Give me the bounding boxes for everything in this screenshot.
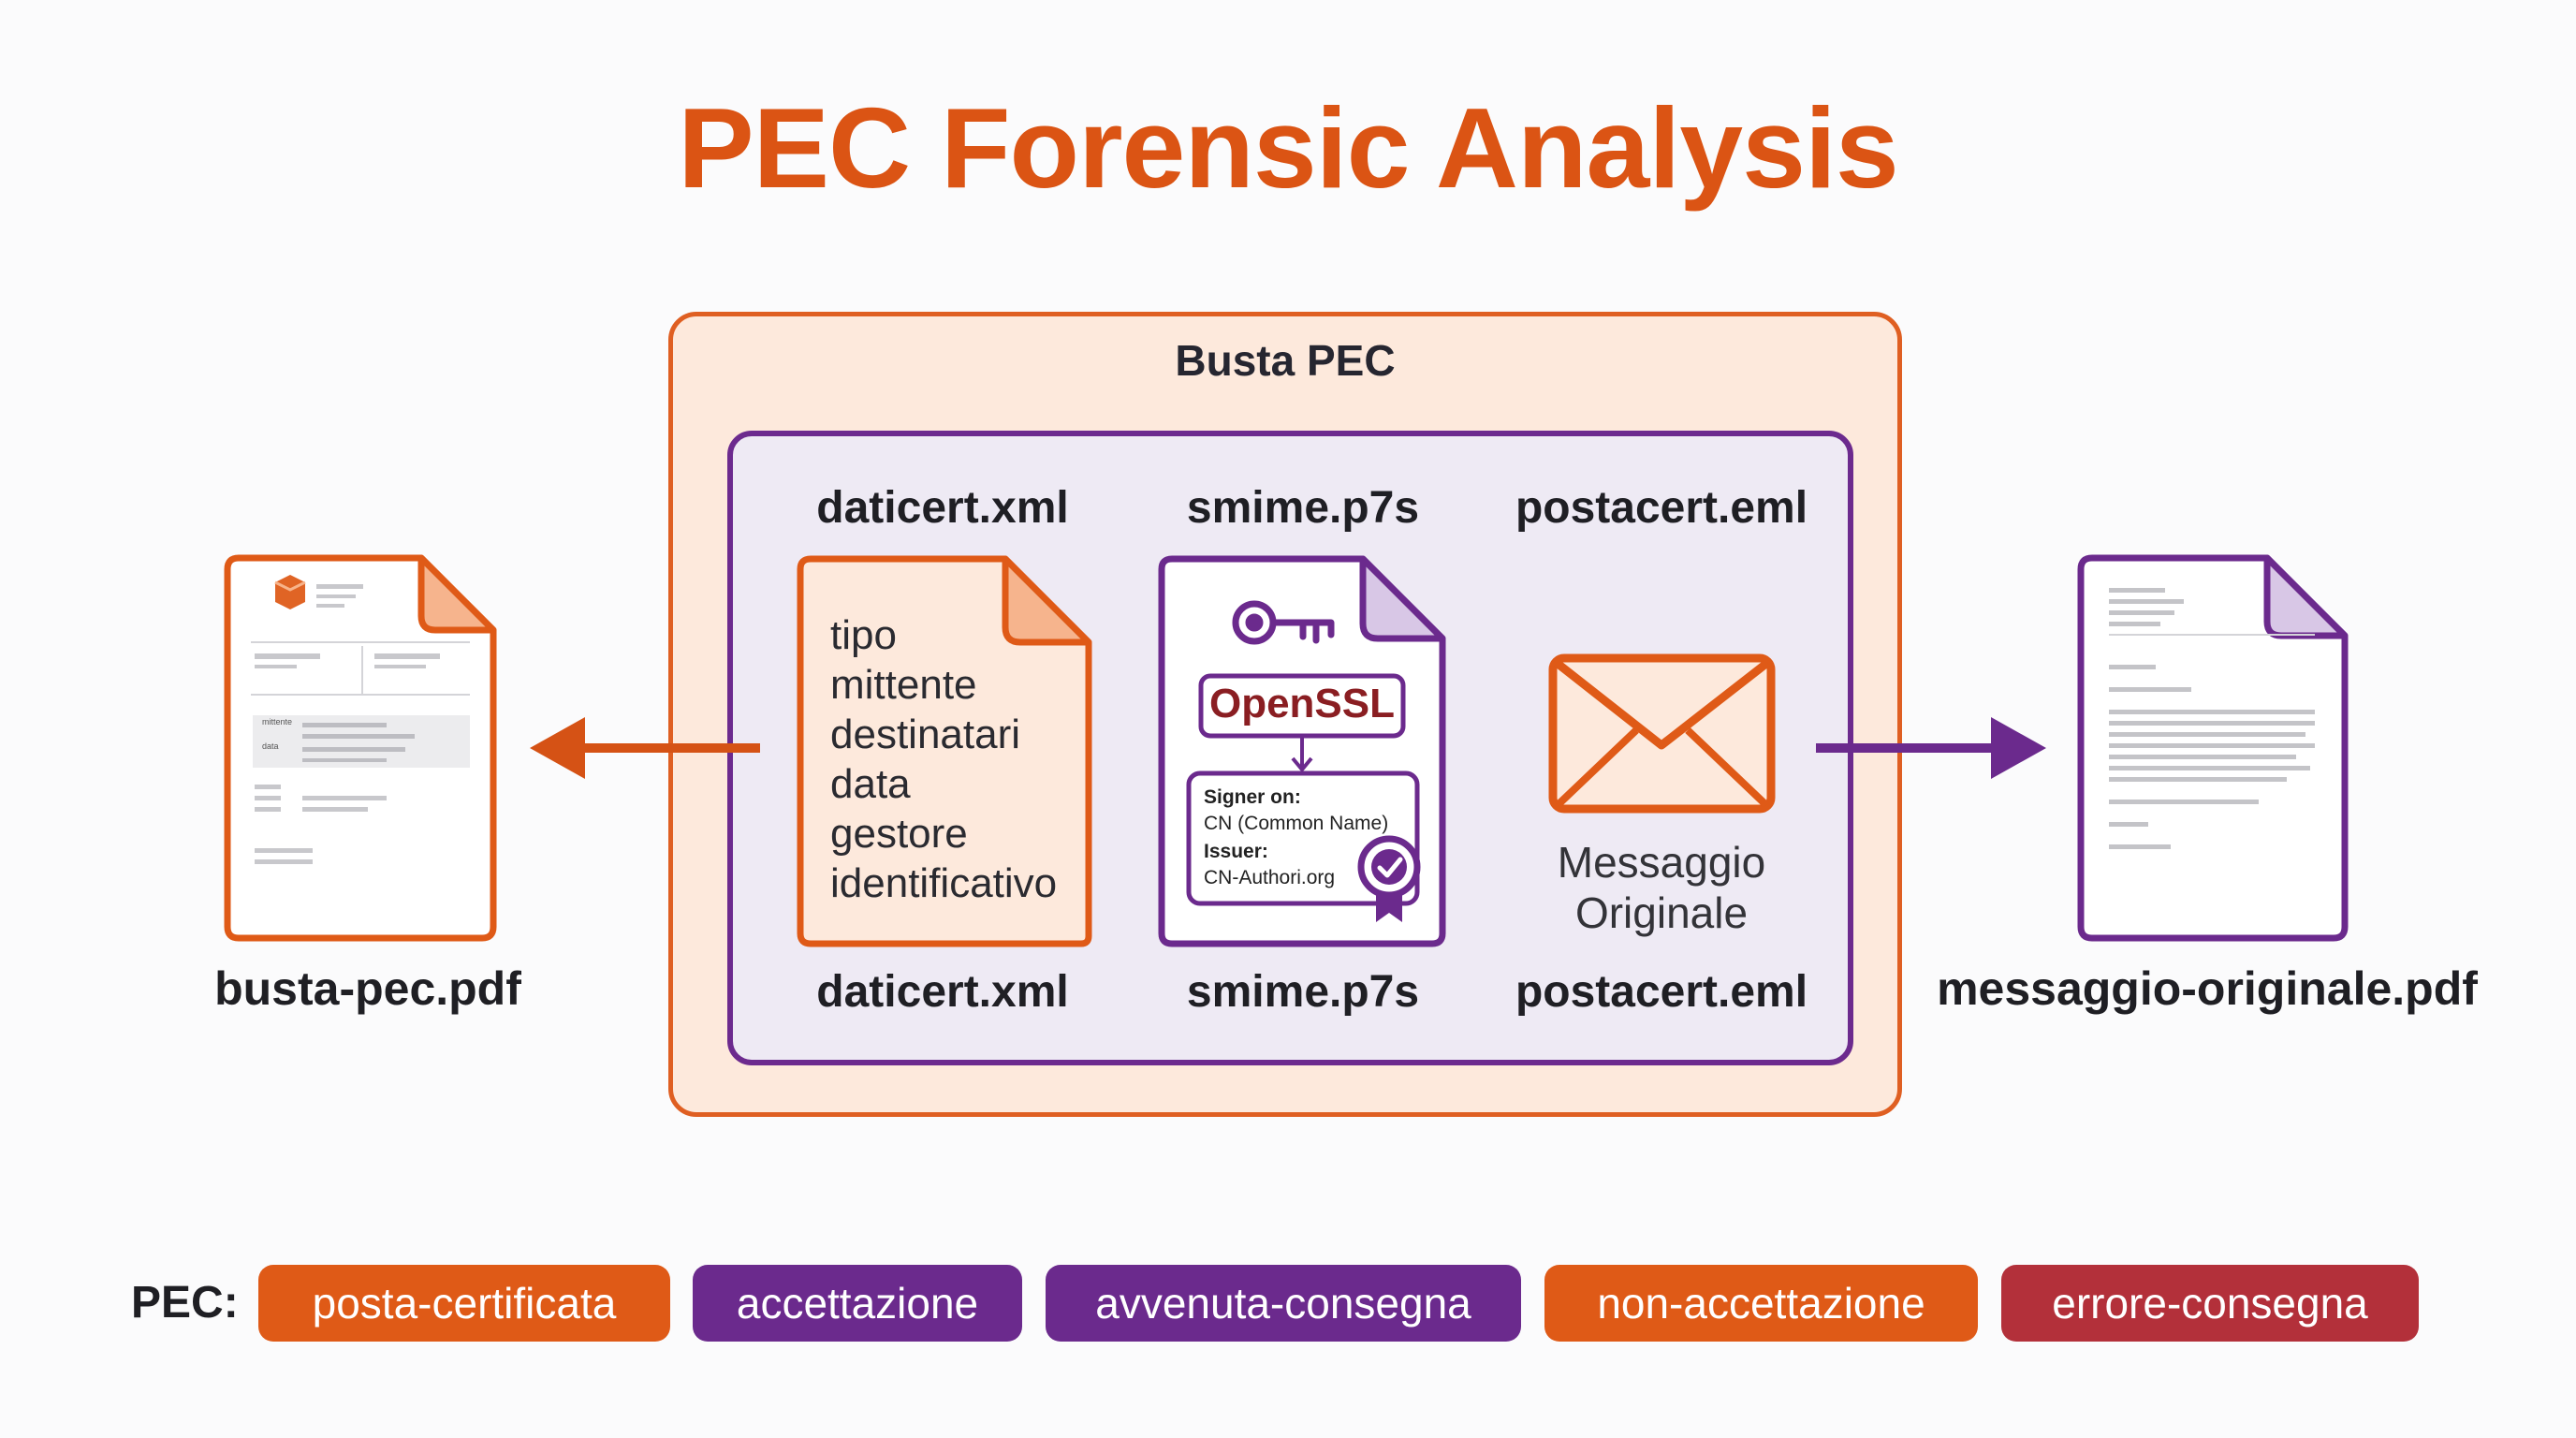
busta-pec-label: Busta PEC	[1175, 336, 1396, 385]
daticert-label-bottom: daticert.xml	[816, 967, 1069, 1017]
legend-avvenuta-consegna: avvenuta-consegna	[1046, 1265, 1521, 1342]
issuer-value: CN-Authori.org	[1204, 867, 1336, 888]
postacert-label-bottom: postacert.eml	[1515, 967, 1808, 1017]
busta-pdf-row-label-mittente: mittente	[262, 717, 293, 726]
arrow-left-icon	[530, 717, 760, 779]
daticert-field-data: data	[830, 761, 911, 807]
daticert-label-top: daticert.xml	[816, 483, 1069, 533]
smime-document-icon	[1158, 555, 1446, 947]
daticert-field-mittente: mittente	[830, 662, 977, 708]
page-title: PEC Forensic Analysis	[678, 84, 1898, 212]
daticert-document-icon	[797, 555, 1092, 947]
busta-pdf-row-label-data: data	[262, 741, 279, 751]
message-label-line2: Originale	[1574, 888, 1749, 937]
busta-pec-pdf-document-icon	[224, 554, 497, 942]
legend-non-accettazione: non-accettazione	[1544, 1265, 1978, 1342]
smime-label-bottom: smime.p7s	[1186, 967, 1420, 1017]
signer-label: Signer on:	[1204, 786, 1301, 808]
messaggio-originale-pdf-filename: messaggio-originale.pdf	[1937, 962, 2478, 1015]
postacert-label-top: postacert.eml	[1515, 483, 1808, 533]
signer-value: CN (Common Name)	[1204, 813, 1389, 834]
issuer-label: Issuer:	[1204, 841, 1268, 862]
legend-label: PEC:	[131, 1278, 239, 1328]
signer-block: Signer on: CN (Common Name) Issuer: CN-A…	[1204, 785, 1388, 891]
daticert-field-gestore: gestore	[830, 811, 968, 857]
arrow-right-icon	[1816, 717, 2046, 779]
legend-errore-consegna: errore-consegna	[2001, 1265, 2419, 1342]
messaggio-originale-pdf-document-icon	[2077, 554, 2349, 942]
daticert-field-tipo: tipo	[830, 612, 897, 658]
certificate-badge-icon	[1357, 835, 1421, 922]
daticert-field-identificativo: identificativo	[830, 860, 1058, 906]
envelope-mail-icon	[1548, 653, 1776, 814]
message-label-line1: Messaggio	[1557, 838, 1766, 887]
key-icon	[1232, 600, 1335, 645]
legend-accettazione: accettazione	[693, 1265, 1022, 1342]
openssl-label: OpenSSL	[1208, 681, 1396, 726]
smime-label-top: smime.p7s	[1186, 483, 1420, 533]
daticert-field-destinatari: destinatari	[830, 712, 1021, 757]
legend-posta-certificata: posta-certificata	[258, 1265, 670, 1342]
busta-pec-pdf-filename: busta-pec.pdf	[214, 962, 521, 1015]
